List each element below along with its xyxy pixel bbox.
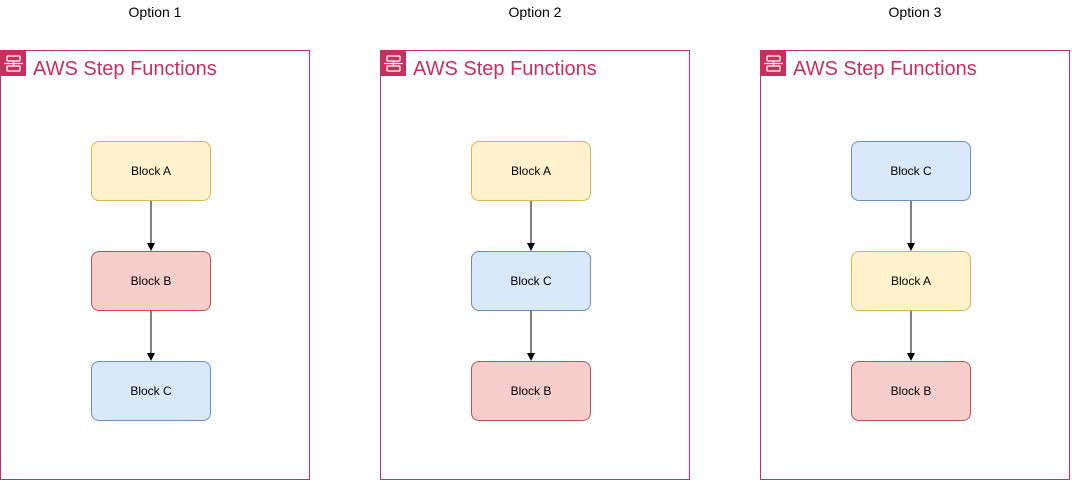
step-functions-frame: AWS Step Functions Block A Block B Block… [0,50,310,480]
option-1: Option 1 AWS Step Functions Block A Bloc… [0,0,310,482]
flow-arrow [907,201,915,251]
step-functions-icon [381,51,406,76]
block: Block A [851,251,971,311]
flow-arrow [527,311,535,361]
block: Block A [471,141,591,201]
option-2: Option 2 AWS Step Functions Block A Bloc… [380,0,690,482]
option-title: Option 3 [888,4,942,20]
frame-title: AWS Step Functions [413,58,597,80]
block: Block A [91,141,211,201]
step-functions-icon [761,51,786,76]
block: Block C [851,141,971,201]
flow-arrow [907,311,915,361]
block: Block C [91,361,211,421]
frame-title: AWS Step Functions [33,58,217,80]
flow-arrow [147,201,155,251]
step-functions-frame: AWS Step Functions Block A Block C Block… [380,50,690,480]
option-3: Option 3 AWS Step Functions Block C Bloc… [760,0,1070,482]
frame-title: AWS Step Functions [793,58,977,80]
block: Block B [91,251,211,311]
step-functions-icon [1,51,26,76]
step-functions-frame: AWS Step Functions Block C Block A Block… [760,50,1070,480]
block: Block B [471,361,591,421]
flow-arrow [147,311,155,361]
option-title: Option 1 [128,4,182,20]
block: Block C [471,251,591,311]
block: Block B [851,361,971,421]
flow-arrow [527,201,535,251]
option-title: Option 2 [508,4,562,20]
